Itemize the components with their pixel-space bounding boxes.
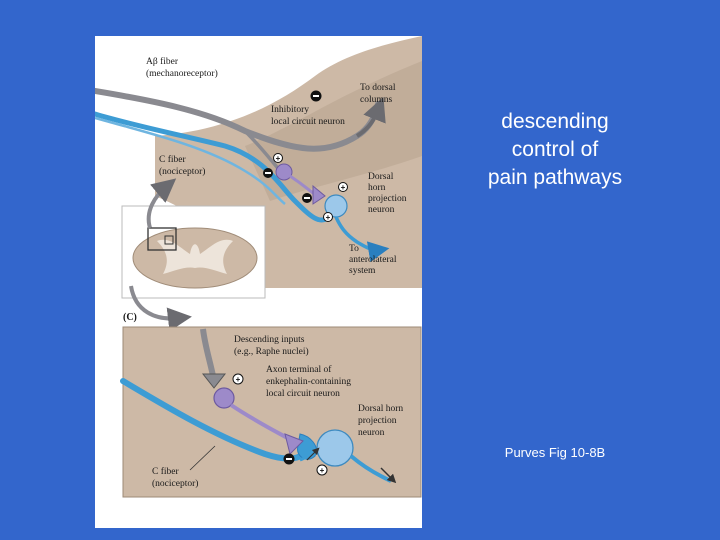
c-fiber-axon-upper (95, 111, 333, 223)
enkephalin-neuron-soma (213, 387, 235, 409)
sign-minus-2 (263, 168, 273, 178)
sign-minus-4 (302, 193, 312, 203)
figure-citation: Purves Fig 10-8B (504, 445, 606, 460)
to-antero-label-2: anterolateral (349, 255, 397, 265)
axon-terminal-label-3: local circuit neuron (266, 389, 340, 399)
title-line-1: descending (501, 110, 609, 133)
pain-pathway-diagram: + + + Aβ fiber (mechanoreceptor) To dors… (95, 36, 422, 498)
title-line-3: pain pathways (487, 166, 623, 189)
to-dorsal-sublabel: columns (360, 95, 392, 105)
inset-arrow-down (129, 285, 192, 332)
c-fiber-sublabel-lower: (nociceptor) (152, 478, 198, 489)
dorsal-horn-label-1: Dorsal (368, 172, 394, 182)
ab-fiber-label: Aβ fiber (146, 56, 179, 67)
to-antero-label-1: To (349, 244, 359, 254)
descending-input-axon (200, 328, 216, 377)
inhibitory-neuron-soma (275, 163, 293, 181)
projection-neuron-axon-upper (334, 216, 390, 263)
inset-highlight-box (147, 227, 177, 251)
descending-sublabel: (e.g., Raphe nuclei) (234, 346, 309, 357)
c-fiber-branch (95, 116, 286, 205)
sign-plus-lower-1: + (232, 373, 244, 385)
ab-fiber-sublabel: (mechanoreceptor) (146, 68, 218, 79)
svg-text:+: + (236, 375, 241, 384)
output-arrow (380, 467, 397, 484)
svg-text:+: + (341, 183, 346, 192)
c-fiber-label-upper: C fiber (159, 154, 186, 165)
dorsal-horn-label-3: projection (368, 194, 407, 204)
dhpn-label-3: neuron (358, 428, 385, 438)
dhpn-label-2: projection (358, 416, 397, 426)
dhpn-label-1: Dorsal horn (358, 404, 403, 414)
c-fiber-leader-line (189, 445, 216, 471)
axon-terminal-label-1: Axon terminal of (266, 364, 332, 375)
descending-label: Descending inputs (234, 335, 305, 345)
panel-label-c: (C) (123, 312, 137, 323)
synapse-arrow (306, 447, 320, 461)
c-fiber-sublabel-upper: (nociceptor) (159, 166, 205, 177)
projection-neuron-soma-lower (316, 429, 354, 467)
dorsal-horn-label-2: horn (368, 183, 386, 193)
enkephalin-terminal (284, 433, 304, 455)
inset-arrow-up (146, 178, 177, 229)
svg-text:+: + (320, 466, 325, 475)
to-dorsal-label: To dorsal (360, 83, 396, 93)
sign-plus-3: + (338, 182, 348, 192)
c-fiber-label-lower: C fiber (152, 466, 179, 477)
title-line-2: control of (511, 138, 599, 161)
sign-plus-1: + (273, 153, 283, 163)
figure-panel: + + + Aβ fiber (mechanoreceptor) To dors… (95, 36, 422, 528)
sign-plus-lower-3: + (316, 464, 328, 476)
to-dorsal-columns-arrow (355, 96, 386, 138)
sign-plus-5: + (323, 212, 333, 222)
inhibitory-sublabel: local circuit neuron (271, 117, 345, 127)
dorsal-horn-label-4: neuron (368, 205, 395, 215)
descending-terminal (201, 373, 227, 389)
svg-text:+: + (276, 154, 281, 163)
inhibitory-terminal (312, 184, 326, 205)
sign-minus-lower-2 (283, 453, 295, 465)
inhibitory-label: Inhibitory (271, 105, 309, 115)
svg-text:+: + (326, 213, 331, 222)
axon-terminal-label-2: enkephalin-containing (266, 377, 351, 387)
sign-minus-top (310, 90, 322, 102)
to-antero-label-3: system (349, 266, 376, 276)
slide-title: descending control of pain pathways (455, 108, 655, 192)
